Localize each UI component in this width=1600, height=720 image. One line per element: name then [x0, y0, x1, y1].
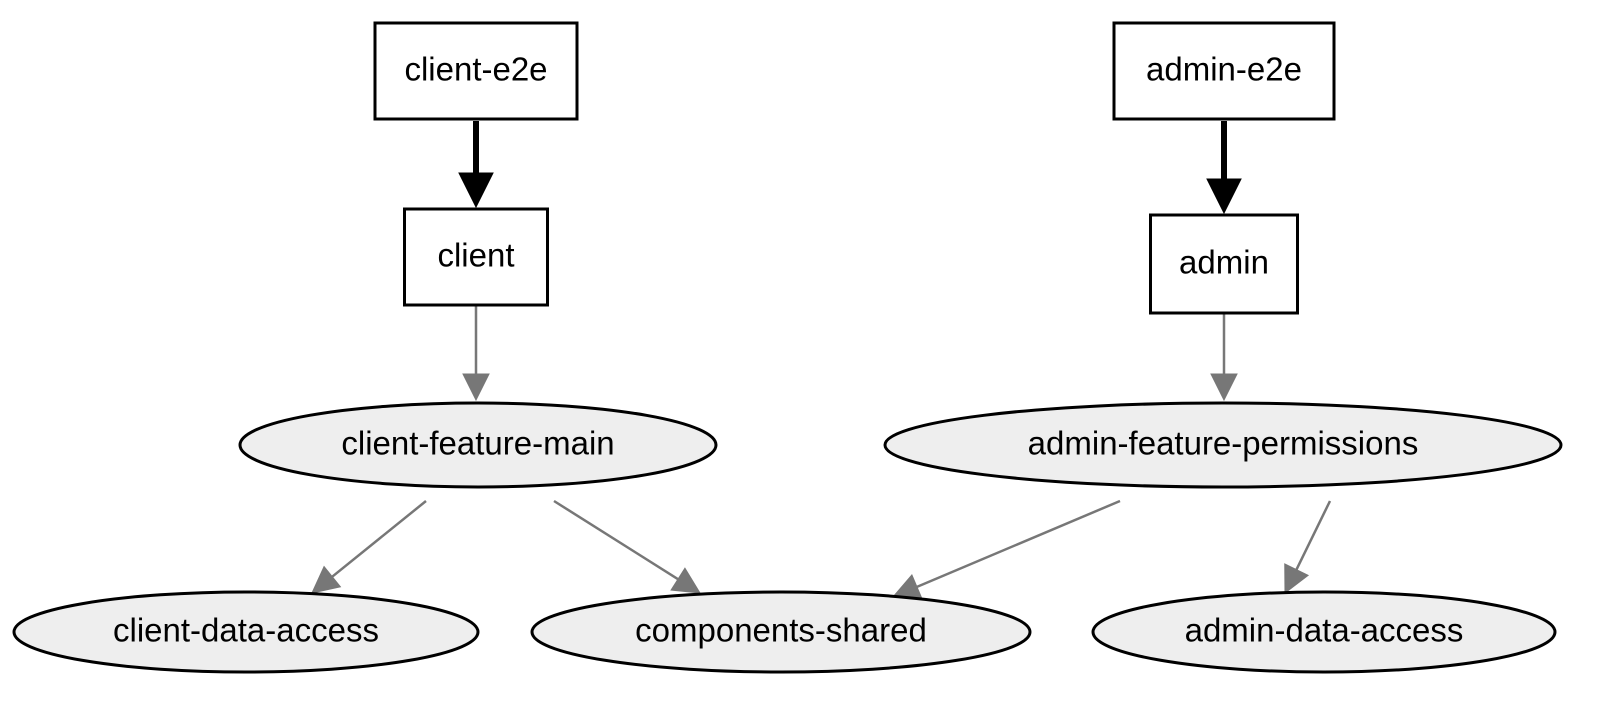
- node-ellipse-shape[interactable]: [238, 401, 718, 489]
- graph-edge-client-feature-main__components-shared: [553, 499, 701, 594]
- arrowhead-icon: [311, 565, 342, 594]
- graph-node-client-e2e[interactable]: client-e2e: [373, 21, 579, 121]
- node-box-shape[interactable]: [373, 21, 579, 121]
- node-ellipse-shape[interactable]: [12, 590, 480, 674]
- node-box-shape[interactable]: [1112, 21, 1336, 121]
- graph-edge-client-feature-main__client-data-access: [311, 500, 427, 594]
- graph-node-admin-e2e[interactable]: admin-e2e: [1112, 21, 1336, 121]
- edge-line: [916, 499, 1121, 589]
- graph-node-admin[interactable]: admin: [1149, 213, 1299, 315]
- arrowhead-icon: [1210, 373, 1238, 402]
- node-ellipse-shape[interactable]: [883, 401, 1563, 489]
- node-ellipse-shape[interactable]: [1091, 590, 1557, 674]
- arrowhead-icon: [458, 172, 494, 209]
- arrowhead-icon: [1206, 178, 1242, 215]
- graph-node-client-data-access[interactable]: client-data-access: [12, 590, 480, 674]
- edge-line: [553, 499, 679, 581]
- node-box-shape[interactable]: [403, 207, 549, 307]
- graph-node-components-shared[interactable]: components-shared: [530, 590, 1032, 674]
- arrowhead-icon: [462, 373, 490, 402]
- graph-edge-client-e2e__client: [458, 121, 494, 209]
- graph-node-admin-feature-permissions[interactable]: admin-feature-permissions: [883, 401, 1563, 489]
- edges-layer: [311, 121, 1332, 600]
- edge-line: [1295, 500, 1332, 571]
- graph-edge-client__client-feature-main: [462, 306, 490, 402]
- graph-edge-admin-e2e__admin: [1206, 121, 1242, 215]
- graph-node-admin-data-access[interactable]: admin-data-access: [1091, 590, 1557, 674]
- graph-node-client-feature-main[interactable]: client-feature-main: [238, 401, 718, 489]
- graph-node-client[interactable]: client: [403, 207, 549, 307]
- arrowhead-icon: [670, 567, 701, 594]
- edge-line: [331, 500, 427, 578]
- arrowhead-icon: [1284, 563, 1310, 595]
- graph-edge-admin__admin-feature-permissions: [1210, 314, 1238, 402]
- node-ellipse-shape[interactable]: [530, 590, 1032, 674]
- node-box-shape[interactable]: [1149, 213, 1299, 315]
- graph-edge-admin-feature-permissions__admin-data-access: [1284, 500, 1332, 595]
